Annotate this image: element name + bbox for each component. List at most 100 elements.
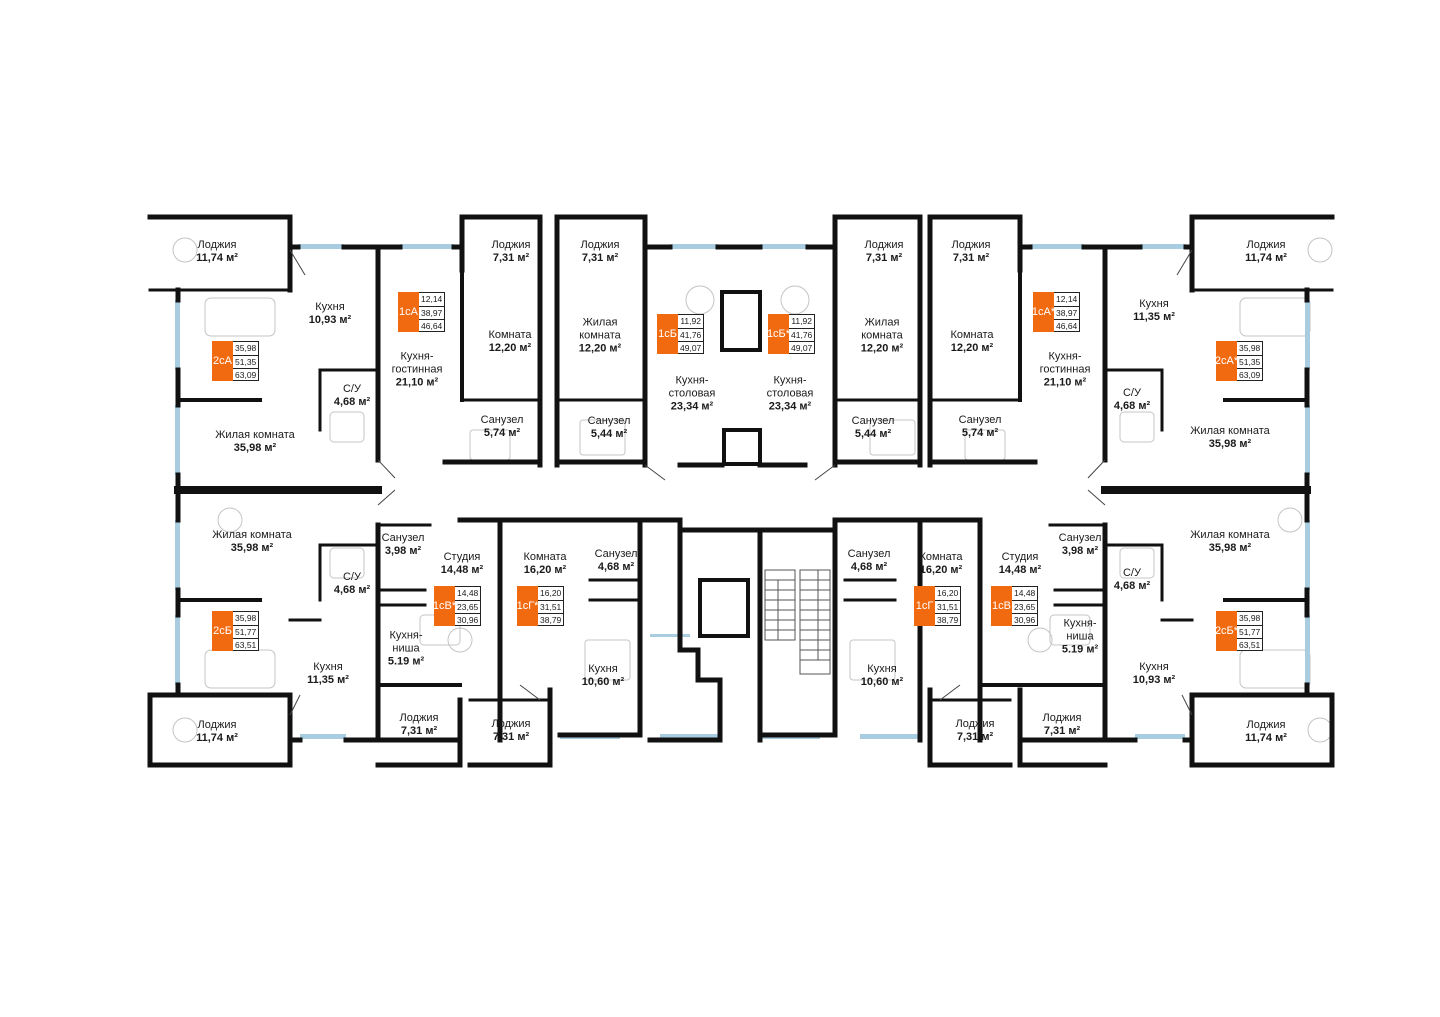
unit-code: 1сВ* xyxy=(433,586,456,626)
living-area: 35,98 xyxy=(1237,612,1263,626)
area-with-loggia: 63,51 xyxy=(235,640,257,651)
total-area: 51,35 xyxy=(1237,356,1263,370)
unit-code: 1сГ xyxy=(914,586,935,626)
total-area: 41,76 xyxy=(789,329,815,343)
living-area: 14,48 xyxy=(455,587,481,601)
total-area: 51,77 xyxy=(233,626,259,640)
unit-code: 2сА xyxy=(212,341,233,381)
total-area: 23,65 xyxy=(455,601,481,615)
living-area: 11,92 xyxy=(789,315,815,329)
unit-code: 1сБ* xyxy=(767,314,790,354)
total-area: 31,51 xyxy=(935,601,961,615)
area-with-loggia: 63,09 xyxy=(235,370,257,381)
living-area: 35,98 xyxy=(233,342,259,356)
area-with-loggia: 30,96 xyxy=(1014,615,1036,626)
unit-code: 1сВ xyxy=(991,586,1012,626)
total-area: 41,76 xyxy=(678,329,704,343)
total-area: 51,77 xyxy=(1237,626,1263,640)
staircase xyxy=(764,569,831,675)
doors xyxy=(289,249,1193,716)
living-area: 12,14 xyxy=(419,293,445,307)
fixtures xyxy=(172,237,1333,743)
windows xyxy=(175,244,1310,739)
living-area: 16,20 xyxy=(538,587,564,601)
living-area: 11,92 xyxy=(678,315,704,329)
area-with-loggia: 30,96 xyxy=(457,615,479,626)
area-with-loggia: 38,79 xyxy=(937,615,959,626)
unit-code: 2сА* xyxy=(1215,341,1238,381)
unit-code: 1сА xyxy=(398,292,419,332)
total-area: 23,65 xyxy=(1012,601,1038,615)
living-area: 35,98 xyxy=(233,612,259,626)
unit-code: 1сБ xyxy=(657,314,678,354)
area-with-loggia: 63,51 xyxy=(1239,640,1261,651)
living-area: 14,48 xyxy=(1012,587,1038,601)
area-with-loggia: 49,07 xyxy=(791,343,813,354)
area-with-loggia: 46,64 xyxy=(421,321,443,332)
total-area: 38,97 xyxy=(1054,307,1080,321)
area-with-loggia: 49,07 xyxy=(680,343,702,354)
area-with-loggia: 38,79 xyxy=(540,615,562,626)
unit-code: 2сБ xyxy=(212,611,233,651)
area-with-loggia: 63,09 xyxy=(1239,370,1261,381)
living-area: 12,14 xyxy=(1054,293,1080,307)
total-area: 51,35 xyxy=(233,356,259,370)
total-area: 31,51 xyxy=(538,601,564,615)
area-with-loggia: 46,64 xyxy=(1056,321,1078,332)
unit-code: 1сГ* xyxy=(517,586,538,626)
